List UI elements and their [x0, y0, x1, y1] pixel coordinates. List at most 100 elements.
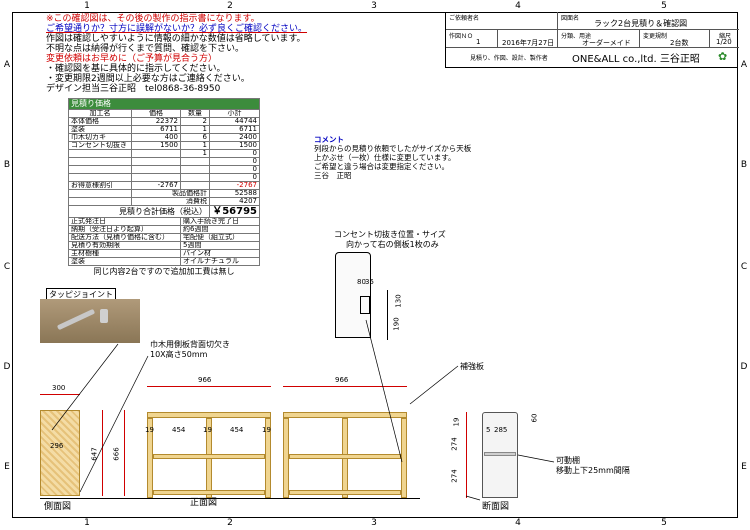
- comment-box: コメント 列段からの見積り依頼でしたがサイズから天板 上かぶせ（一枚）仕様に変更…: [314, 135, 494, 180]
- outlet-callout: コンセント切抜き位置・サイズ: [334, 230, 446, 239]
- col-header-1: 1: [84, 1, 90, 11]
- col-header-5: 5: [661, 1, 667, 11]
- company-name: ONE&ALL co.,ltd. 三谷正昭: [572, 54, 700, 65]
- rack1-side-l: [147, 418, 153, 498]
- section-shelf: [484, 452, 516, 456]
- row-label-e-r: E: [741, 462, 747, 472]
- shelf-sub: 移動上下25mm間隔: [556, 466, 630, 475]
- rack1-bottom: [153, 490, 265, 495]
- note-line-3: 作図は確認しやすいように情報の細かな数値は省略しています。: [46, 34, 306, 44]
- shelf-callout: 可動棚: [556, 456, 580, 465]
- cat-label: 分類、用途: [561, 33, 592, 40]
- row-label-b-r: B: [740, 160, 748, 170]
- dim-front-w2: 966: [335, 376, 349, 384]
- outlet-panel: [335, 252, 371, 338]
- dim-sec-5: 5: [486, 426, 491, 434]
- joint-photo: [40, 299, 140, 343]
- row-label-d-r: D: [740, 362, 748, 372]
- scale-value: 1/20: [716, 38, 732, 46]
- col-header-3: 3: [371, 1, 377, 11]
- comment-line-4: 三谷 正昭: [314, 171, 352, 180]
- section-view-label: 断面図: [482, 502, 510, 512]
- drawing-name: ラック2台見積り＆確認図: [594, 19, 688, 28]
- comment-line-1: 列段からの見積り依頼でしたがサイズから天板: [314, 144, 472, 153]
- dim-side-depth: 300: [52, 384, 66, 392]
- row-label-c-r: C: [740, 262, 748, 272]
- drawing-label: 図面名: [561, 15, 580, 22]
- row-label-c: C: [3, 262, 11, 272]
- rack1-shelf: [153, 454, 265, 459]
- info-row: 塗装オイルナチュラル: [68, 257, 260, 266]
- leader-habaki: [79, 355, 149, 493]
- rack1-side-r: [265, 418, 271, 498]
- comment-line-2: 上かぶせ（一枚）仕様に変更しています。: [314, 153, 456, 162]
- estimate-footer: 同じ内容2台ですので追加加工費は無し: [93, 266, 235, 276]
- col-footer-5: 5: [661, 518, 667, 528]
- side-view-label: 側面図: [44, 502, 72, 512]
- rack2-side-r: [401, 418, 407, 498]
- note-line-6: ・確認図を基に具体的に指示してください。: [46, 64, 226, 74]
- row-label-a: A: [3, 60, 11, 70]
- leader-section: [465, 495, 481, 501]
- note-line-5: 変更依頼はお早めに（ご予算が見合う方）: [46, 54, 218, 64]
- client-label: ご依頼者名: [449, 15, 480, 22]
- comment-title: コメント: [314, 135, 344, 144]
- leader-joint: [51, 343, 119, 431]
- rack2-side-l: [283, 418, 289, 498]
- dim-side-inner: 296: [50, 442, 64, 450]
- note-line-7: ・変更期限2週間以上必要な方はご連絡ください。: [46, 74, 250, 84]
- leader-reinforce: [409, 365, 459, 405]
- reinforce-callout: 補強板: [460, 362, 484, 371]
- dim-outlet-80: 80: [357, 278, 366, 286]
- ground-line: [40, 498, 420, 499]
- dim-outlet-35: 35: [365, 278, 374, 286]
- side-panel: [40, 410, 80, 496]
- front-view-label: 正面図: [190, 498, 218, 508]
- col-header-2: 2: [227, 1, 233, 11]
- col-footer-2: 2: [227, 518, 233, 528]
- col-footer-1: 1: [84, 518, 90, 528]
- no-label: 作図ＮＯ: [449, 33, 474, 40]
- rack2-top: [283, 412, 407, 418]
- dim-f19-c: 19: [262, 426, 271, 434]
- outlet-hole: [360, 296, 370, 314]
- note-line-2: ご希望通りか？寸方に誤解がないか？必ず良くご確認ください。: [46, 24, 308, 34]
- outlet-sub: 向かって右の側板1枚のみ: [346, 240, 439, 249]
- row-label-b: B: [3, 160, 11, 170]
- comment-line-3: ご希望と違う場合は変更指定ください。: [314, 162, 449, 171]
- col-footer-3: 3: [371, 518, 377, 528]
- nut-icon: [100, 309, 108, 323]
- dim-f454-a: 454: [172, 426, 186, 434]
- note-line-1: ※この確認図は、その後の製作の指示書になります。: [46, 14, 260, 24]
- habaki-callout: 巾木用側板背面切欠き: [150, 340, 230, 349]
- change-label: 変更規制: [643, 33, 668, 40]
- col-footer-4: 4: [515, 518, 521, 528]
- discount-row: お得意様割引-2767-2767: [68, 181, 260, 190]
- row-label-a-r: A: [740, 60, 748, 70]
- title-block: ご依頼者名 図面名 ラック2台見積り＆確認図 作図ＮＯ 1 2016年7月27日…: [445, 12, 739, 68]
- drawing-frame: [12, 12, 738, 518]
- rack1-top: [147, 412, 271, 418]
- dim-f19-b: 19: [203, 426, 212, 434]
- row-label-e: E: [4, 462, 10, 472]
- leader-shelf: [517, 454, 555, 463]
- leader-outlet: [365, 319, 403, 463]
- leaf-logo-icon: ✿: [718, 50, 728, 63]
- habaki-size: 10X高さ50mm: [150, 350, 208, 359]
- scale-label: 縮尺: [719, 33, 732, 40]
- dim-front-w: 966: [198, 376, 212, 384]
- rack2-bottom: [289, 490, 401, 495]
- change-value: 2台数: [670, 39, 689, 47]
- col-header-4: 4: [515, 1, 521, 11]
- no-value: 1: [476, 38, 481, 46]
- dim-f454-b: 454: [230, 426, 244, 434]
- date-value: 2016年7月27日: [502, 39, 555, 47]
- row-label-d: D: [3, 362, 11, 372]
- note-line-4: 不明な点は納得が行くまで質問、確認を下さい。: [46, 44, 245, 54]
- dim-sec-285: 285: [494, 426, 508, 434]
- cat-value: オーダーメイド: [582, 39, 631, 47]
- dim-f19-a: 19: [145, 426, 154, 434]
